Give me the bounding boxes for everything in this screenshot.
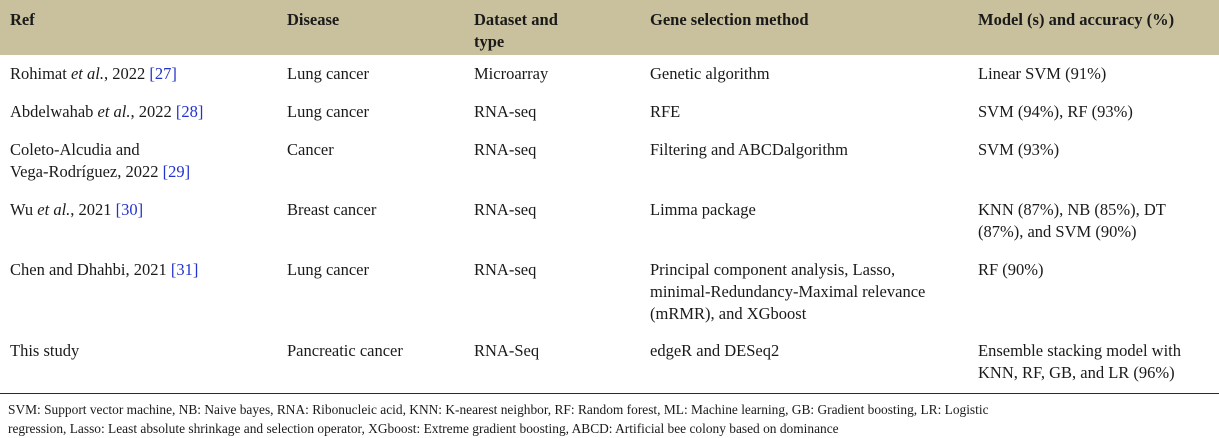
cell-dataset: RNA-Seq: [464, 332, 640, 394]
ref-year: , 2022: [103, 64, 150, 83]
cell-disease: Breast cancer: [277, 190, 464, 251]
citation-link[interactable]: [27]: [149, 64, 177, 83]
ref-etal: et al.: [70, 64, 104, 83]
column-header-gene-selection-method: Gene selection method: [640, 0, 968, 55]
cell-ref: Abdelwahab et al., 2022 [28]: [0, 92, 277, 131]
table-row: This study Pancreatic cancer RNA-Seq edg…: [0, 332, 1219, 394]
cell-gene-selection: Principal component analysis, Lasso, min…: [640, 250, 968, 333]
ref-year: , 2021: [70, 199, 116, 219]
table-row: Chen and Dhahbi, 2021 [31] Lung cancer R…: [0, 250, 1219, 333]
cell-gene-selection: Limma package: [640, 190, 968, 251]
cell-disease: Pancreatic cancer: [277, 332, 464, 394]
table-row: Abdelwahab et al., 2022 [28] Lung cancer…: [0, 92, 1219, 131]
cell-ref: Chen and Dhahbi, 2021 [31]: [0, 250, 277, 333]
comparison-table: Ref Disease Dataset and type Gene select…: [0, 0, 1219, 394]
cell-gene-selection: edgeR and DESeq2: [640, 332, 968, 394]
ref-author: This study: [10, 341, 80, 361]
cell-ref: Wu et al., 2021 [30]: [0, 190, 277, 251]
table-row: Coleto-Alcudia and Vega-Rodríguez, 2022 …: [0, 130, 1219, 191]
cell-ref: This study: [0, 332, 277, 394]
cell-model-accuracy: Linear SVM (91%): [968, 55, 1219, 93]
cell-gene-selection: Filtering and ABCDalgorithm: [640, 130, 968, 191]
cell-dataset: RNA-seq: [464, 130, 640, 191]
cell-model-accuracy: SVM (94%), RF (93%): [968, 92, 1219, 131]
citation-link[interactable]: [29]: [162, 161, 191, 181]
column-header-dataset-and-type: Dataset and type: [464, 0, 640, 55]
ref-author: Rohimat: [10, 64, 71, 83]
table-body: Rohimat et al., 2022 [27] Lung cancer Mi…: [0, 55, 1219, 394]
ref-year: , 2022: [130, 101, 176, 121]
cell-dataset: RNA-seq: [464, 190, 640, 251]
ref-author: Chen and Dhahbi, 2021: [10, 259, 171, 279]
cell-gene-selection: RFE: [640, 92, 968, 131]
table-header-row: Ref Disease Dataset and type Gene select…: [0, 0, 1219, 55]
cell-model-accuracy: RF (90%): [968, 250, 1219, 333]
citation-link[interactable]: [30]: [115, 199, 144, 219]
cell-disease: Cancer: [277, 130, 464, 191]
cell-gene-selection: Genetic algorithm: [640, 55, 968, 93]
table-header: Ref Disease Dataset and type Gene select…: [0, 0, 1219, 55]
footnote-line-1: SVM: Support vector machine, NB: Naive b…: [8, 402, 989, 418]
ref-etal: et al.: [37, 199, 71, 219]
cell-disease: Lung cancer: [277, 92, 464, 131]
table-footnote: SVM: Support vector machine, NB: Naive b…: [0, 394, 1219, 438]
ref-author: Abdelwahab: [10, 101, 98, 121]
citation-link[interactable]: [31]: [170, 259, 199, 279]
citation-link[interactable]: [28]: [175, 101, 204, 121]
table-row: Wu et al., 2021 [30] Breast cancer RNA-s…: [0, 190, 1219, 251]
ref-author: Wu: [10, 199, 38, 219]
table-row: Rohimat et al., 2022 [27] Lung cancer Mi…: [0, 55, 1219, 93]
cell-model-accuracy: SVM (93%): [968, 130, 1219, 191]
ref-etal: et al.: [97, 101, 131, 121]
cell-dataset: RNA-seq: [464, 250, 640, 333]
cell-ref: Coleto-Alcudia and Vega-Rodríguez, 2022 …: [0, 130, 277, 191]
cell-dataset: RNA-seq: [464, 92, 640, 131]
ref-author: Coleto-Alcudia and Vega-Rodríguez, 2022: [10, 139, 159, 181]
cell-disease: Lung cancer: [277, 250, 464, 333]
column-header-disease: Disease: [277, 0, 464, 55]
column-header-ref: Ref: [0, 0, 277, 55]
footnote-line-2: regression, Lasso: Least absolute shrink…: [8, 421, 839, 437]
cell-ref: Rohimat et al., 2022 [27]: [0, 55, 277, 93]
cell-dataset: Microarray: [464, 55, 640, 93]
cell-disease: Lung cancer: [277, 55, 464, 93]
cell-model-accuracy: KNN (87%), NB (85%), DT (87%), and SVM (…: [968, 190, 1219, 251]
column-header-models-and-accuracy: Model (s) and accuracy (%): [968, 0, 1219, 55]
cell-model-accuracy: Ensemble stacking model with KNN, RF, GB…: [968, 332, 1219, 394]
